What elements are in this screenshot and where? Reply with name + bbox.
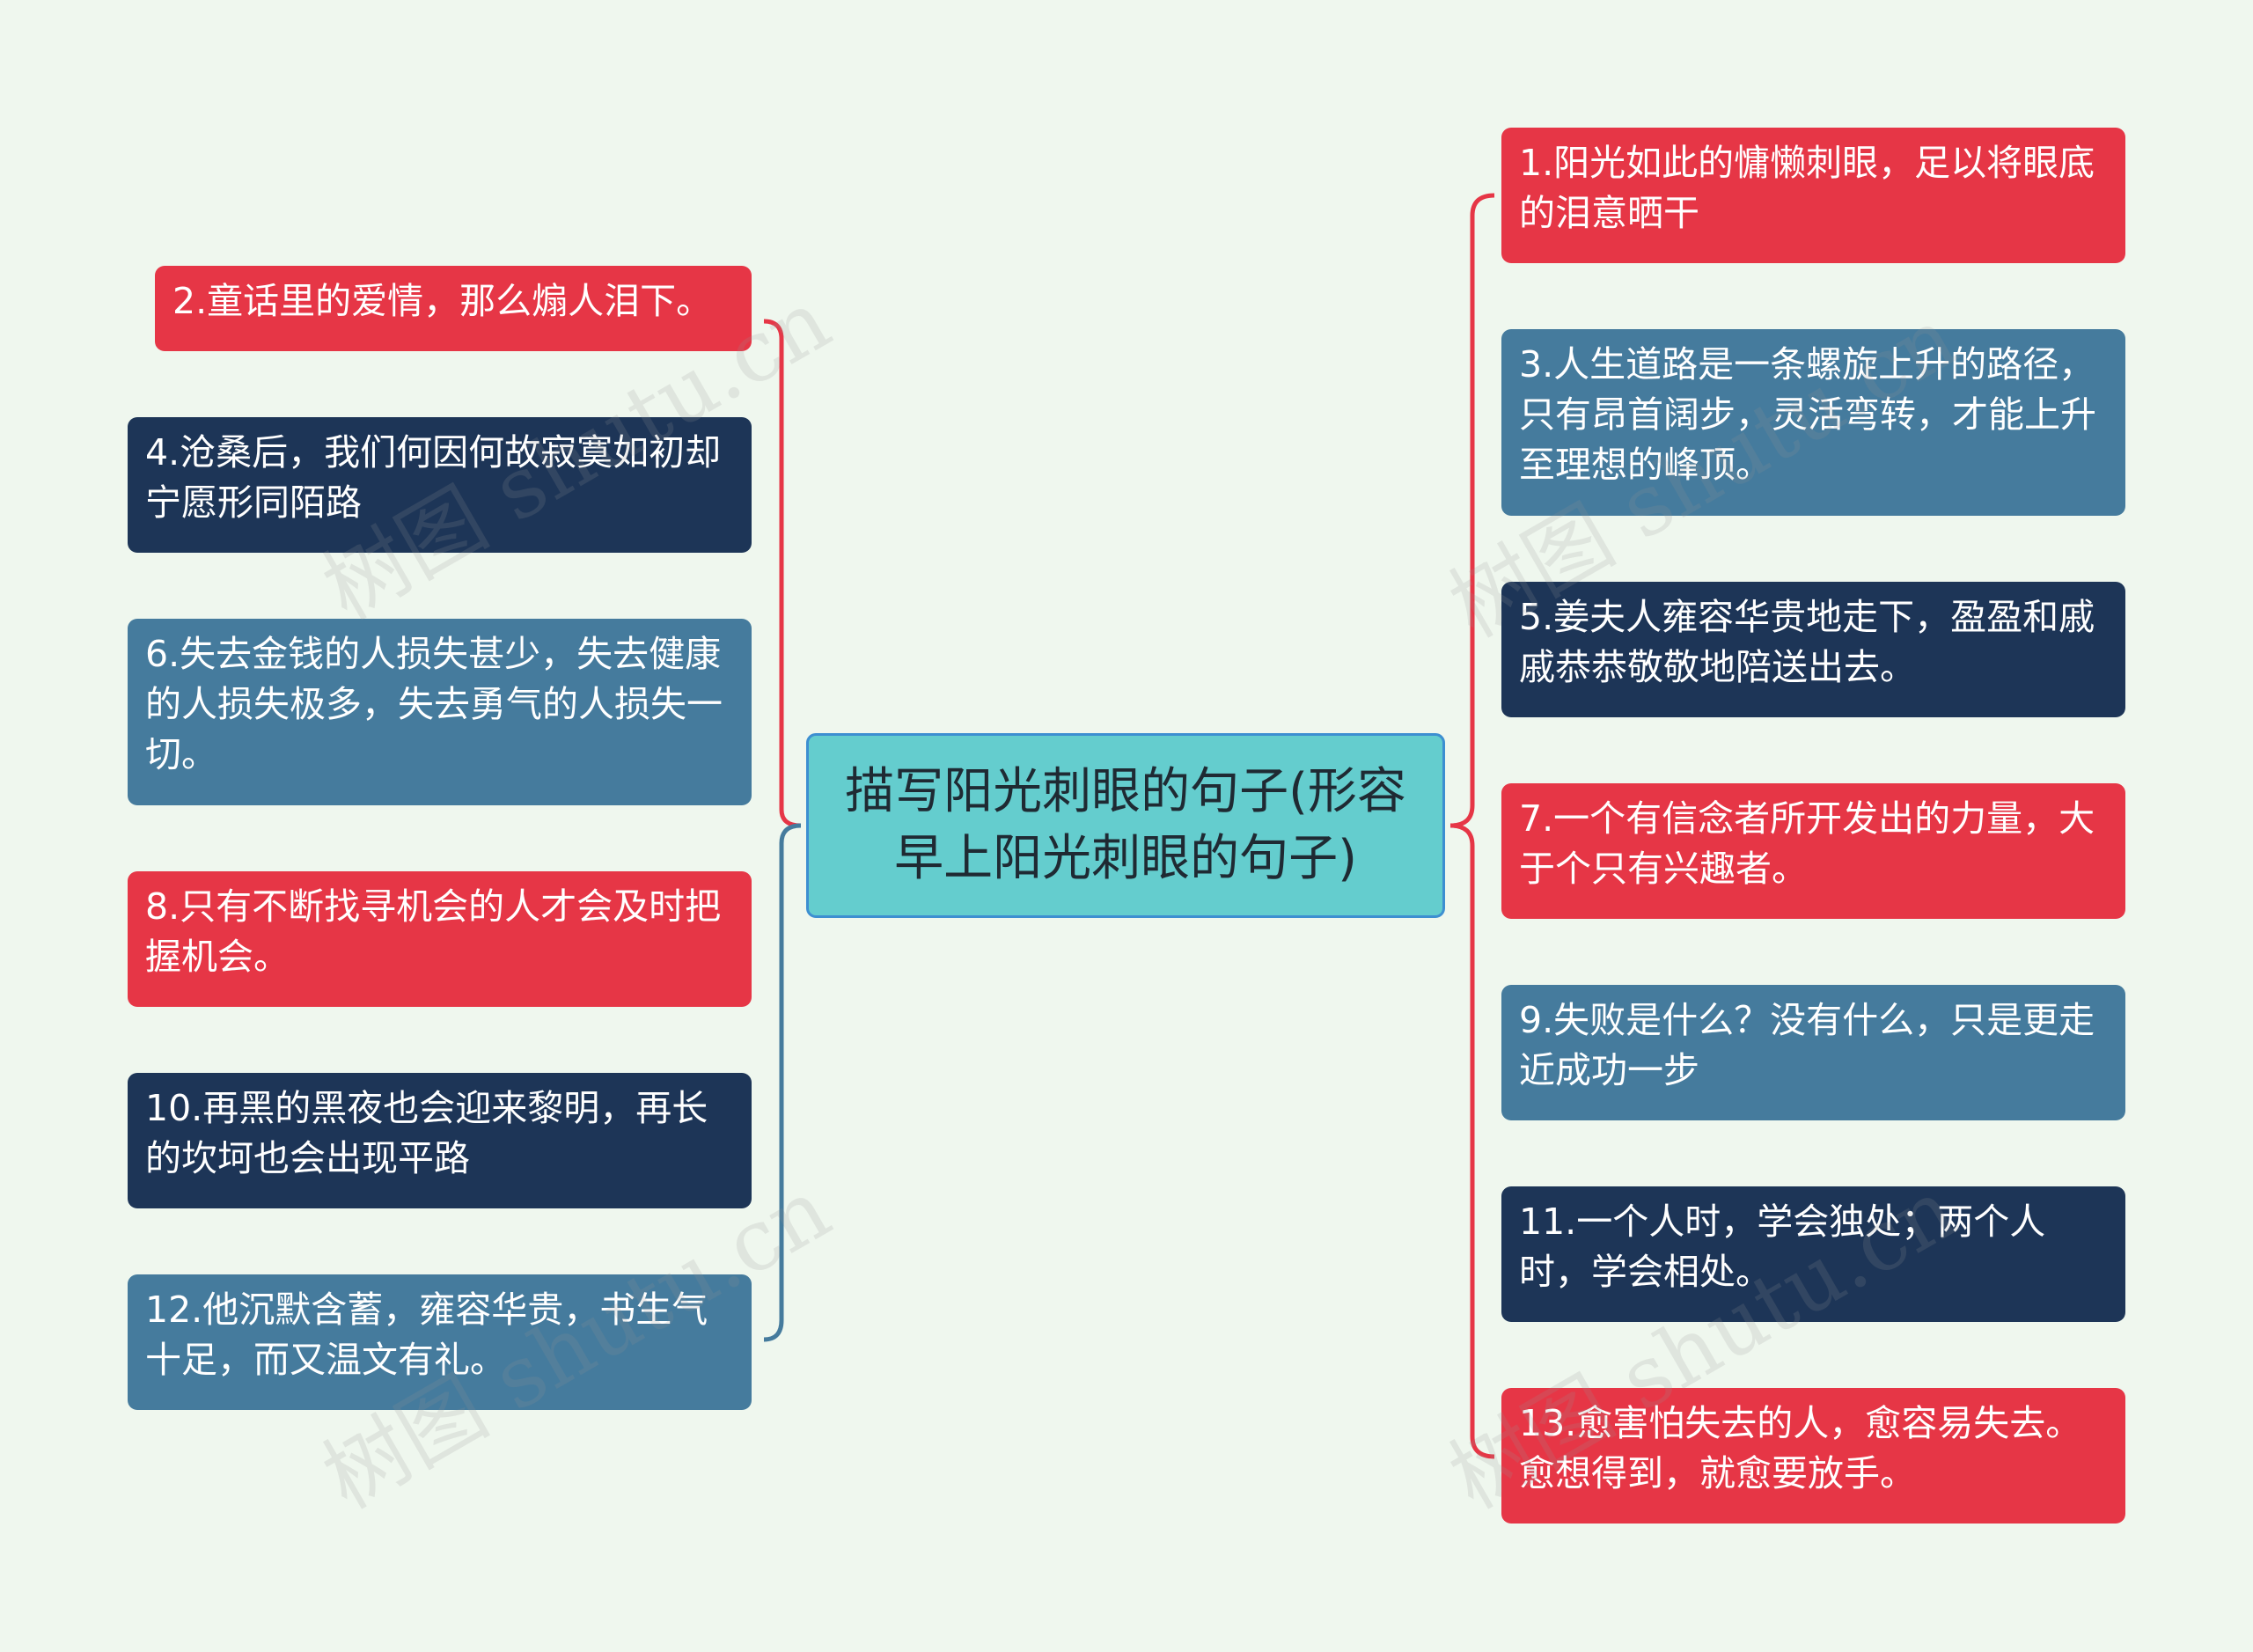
node-10[interactable]: 10.再黑的黑夜也会迎来黎明，再长的坎坷也会出现平路 <box>128 1073 752 1208</box>
connector-left-lower <box>763 823 802 1342</box>
node-1[interactable]: 1.阳光如此的慵懒刺眼，足以将眼底的泪意晒干 <box>1501 128 2125 263</box>
connector-left-upper <box>763 319 802 828</box>
node-2[interactable]: 2.童话里的爱情，那么煽人泪下。 <box>155 266 752 351</box>
connector-right <box>1449 193 1495 1459</box>
node-5[interactable]: 5.姜夫人雍容华贵地走下，盈盈和戚戚恭恭敬敬地陪送出去。 <box>1501 582 2125 717</box>
node-8[interactable]: 8.只有不断找寻机会的人才会及时把握机会。 <box>128 871 752 1007</box>
node-7[interactable]: 7.一个有信念者所开发出的力量，大于个只有兴趣者。 <box>1501 783 2125 919</box>
node-6[interactable]: 6.失去金钱的人损失甚少，失去健康的人损失极多，失去勇气的人损失一切。 <box>128 619 752 805</box>
center-topic[interactable]: 描写阳光刺眼的句子(形容早上阳光刺眼的句子) <box>806 733 1445 918</box>
node-11[interactable]: 11.一个人时，学会独处；两个人时，学会相处。 <box>1501 1186 2125 1322</box>
node-4[interactable]: 4.沧桑后，我们何因何故寂寞如初却宁愿形同陌路 <box>128 417 752 553</box>
node-3[interactable]: 3.人生道路是一条螺旋上升的路径，只有昂首阔步，灵活弯转，才能上升至理想的峰顶。 <box>1501 329 2125 516</box>
node-12[interactable]: 12.他沉默含蓄，雍容华贵，书生气十足，而又温文有礼。 <box>128 1274 752 1410</box>
node-13[interactable]: 13.愈害怕失去的人，愈容易失去。愈想得到，就愈要放手。 <box>1501 1388 2125 1524</box>
node-9[interactable]: 9.失败是什么？没有什么，只是更走近成功一步 <box>1501 985 2125 1120</box>
